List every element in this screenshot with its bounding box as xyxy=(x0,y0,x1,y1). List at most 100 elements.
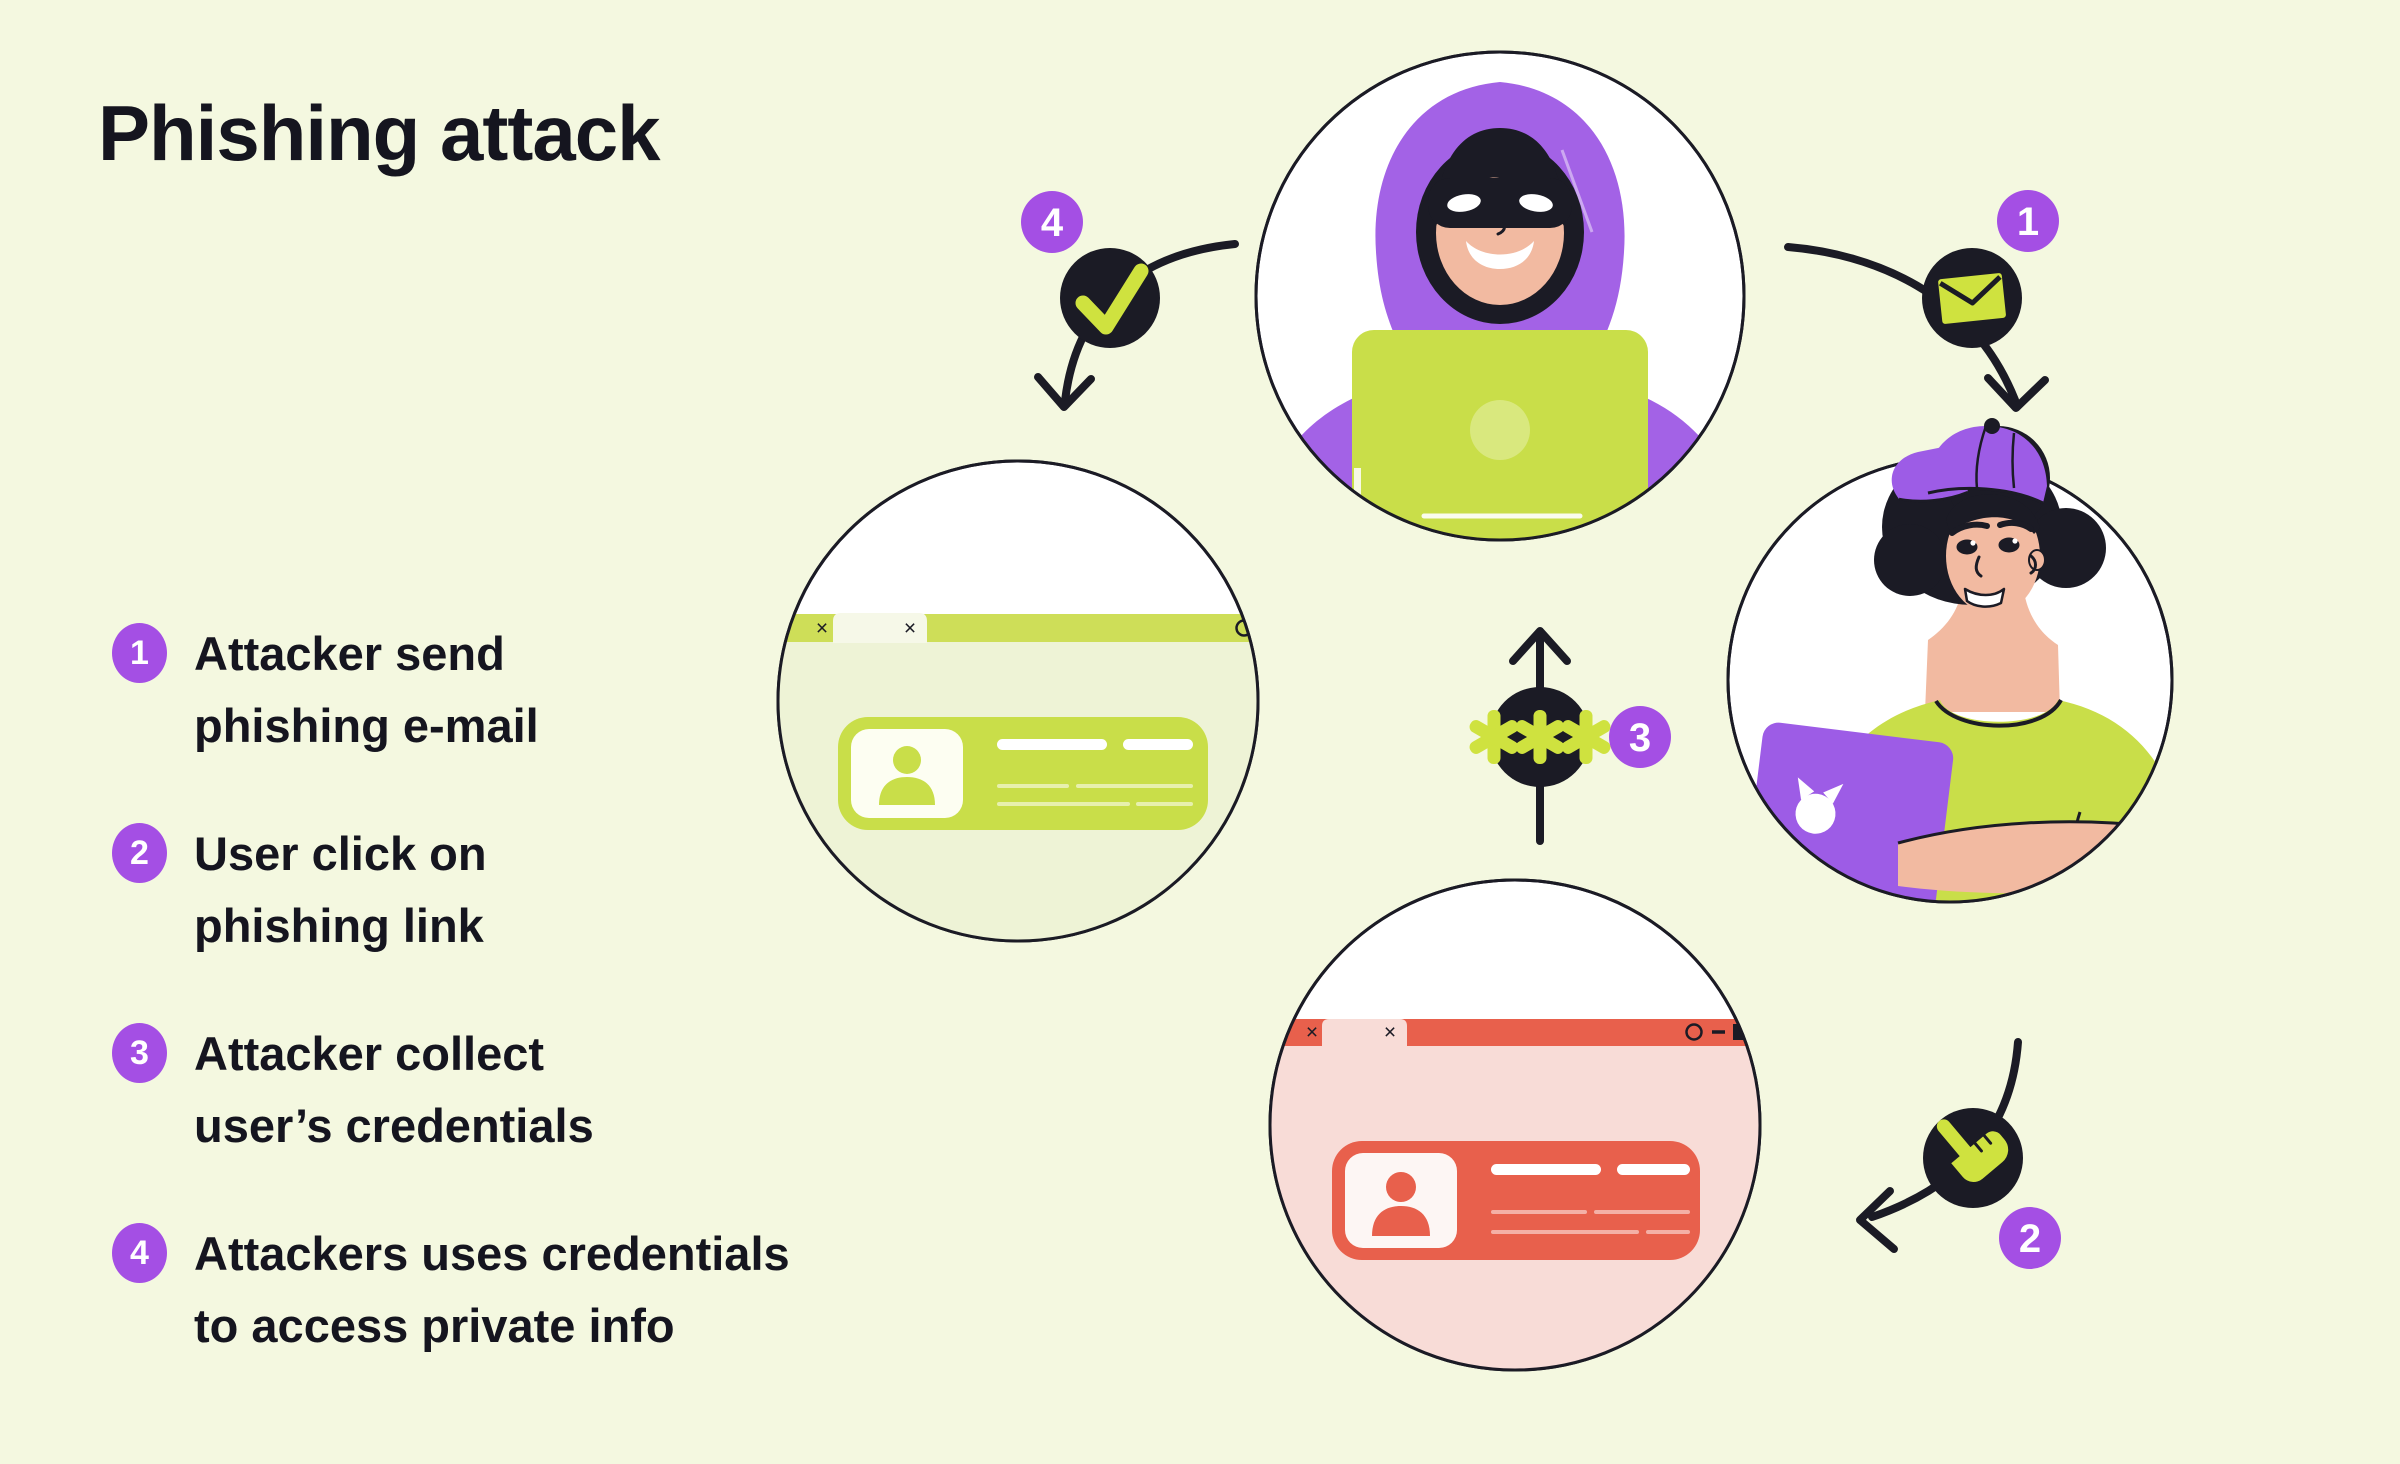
step-label-line: phishing e-mail xyxy=(194,699,539,752)
credential-card-green xyxy=(838,717,1208,830)
hacker-mask xyxy=(1428,178,1572,228)
credential-card-red xyxy=(1332,1141,1700,1260)
cap-seam xyxy=(2011,432,2016,489)
step-number-badge: 1 xyxy=(112,623,167,683)
step-number-badge: 3 xyxy=(112,1023,167,1083)
text-line xyxy=(1076,784,1193,788)
step-icon-check xyxy=(1060,248,1160,348)
user-neck xyxy=(1925,585,2060,712)
user-circle xyxy=(1726,418,2174,904)
step-icon-envelope xyxy=(1922,248,2022,348)
circle-frame xyxy=(1268,878,1762,1372)
user-mouth xyxy=(1963,587,2006,608)
diagram-badge-number: 4 xyxy=(1041,201,1064,245)
arrow-3-head xyxy=(1509,627,1571,665)
page-title: Phishing attack xyxy=(98,89,660,177)
text-line xyxy=(997,784,1069,788)
step-label-line: Attacker send xyxy=(194,627,505,680)
hacker-circle xyxy=(1254,50,1746,542)
eye-glint xyxy=(2012,538,2018,544)
cap-edge xyxy=(1927,486,2044,505)
step-item-1: 1 Attacker send phishing e-mail xyxy=(112,618,539,762)
checkmark-icon xyxy=(1075,263,1149,335)
hacker-laptop xyxy=(1352,330,1648,540)
text-line xyxy=(1491,1230,1639,1234)
user-ear xyxy=(2028,549,2046,571)
step-label: Attacker send phishing e-mail xyxy=(194,618,539,762)
cat-logo-icon xyxy=(1797,777,1815,800)
hacker-nose xyxy=(1496,215,1507,236)
password-asterisks-icon xyxy=(1469,710,1611,764)
text-line xyxy=(997,802,1130,806)
cap-button xyxy=(1984,418,2000,434)
step-number-badge: 4 xyxy=(112,1223,167,1283)
browser-tab xyxy=(1322,1019,1407,1046)
close-icon: × xyxy=(1306,1021,1318,1044)
envelope-icon xyxy=(1938,273,2006,324)
cap-dome xyxy=(1927,426,2047,503)
hacker-smile xyxy=(1466,241,1534,269)
diagram-badge-3 xyxy=(1609,706,1671,768)
step-item-4: 4 Attackers uses credentials to access p… xyxy=(112,1218,790,1362)
user-hair xyxy=(2026,508,2106,588)
step-label-line: to access private info xyxy=(194,1299,675,1352)
step-label-line: User click on xyxy=(194,827,487,880)
pointer-hand-icon xyxy=(1936,1119,2009,1182)
user-head xyxy=(1874,418,2106,614)
text-line xyxy=(1136,802,1193,806)
user-eyebrow xyxy=(1997,519,2034,532)
laptop-logo xyxy=(1470,400,1530,460)
text-line xyxy=(1123,739,1193,750)
cap-seam xyxy=(1975,425,1988,490)
step-item-2: 2 User click on phishing link xyxy=(112,818,487,962)
user-fringe xyxy=(1946,494,2040,534)
person-icon xyxy=(1386,1172,1416,1202)
diagram-badge-number: 3 xyxy=(1629,716,1651,760)
step-label-line: phishing link xyxy=(194,899,484,952)
step-label: User click on phishing link xyxy=(194,818,487,962)
hacker-eye-left xyxy=(1447,194,1481,212)
text-line xyxy=(1594,1210,1690,1214)
step-icon-password: *** xyxy=(1469,687,1611,787)
hood-highlight xyxy=(1560,149,1594,233)
browser-tab xyxy=(833,613,927,643)
step-item-3: 3 Attacker collect user’s credentials xyxy=(112,1018,594,1162)
arrow-4-head xyxy=(1034,373,1095,411)
cat-logo-icon xyxy=(1823,783,1844,804)
text-line xyxy=(1617,1164,1690,1175)
person-icon xyxy=(879,777,935,805)
user-hair xyxy=(1874,524,1946,596)
step-label: Attackers uses credentials to access pri… xyxy=(194,1218,790,1362)
phishing-site-circle: × × xyxy=(1268,878,1762,1372)
maximize-icon xyxy=(1283,620,1299,636)
text-line xyxy=(997,739,1107,750)
shirt-collar xyxy=(1934,698,2063,728)
circle-icon xyxy=(1685,1023,1703,1041)
cheek-line xyxy=(2029,554,2037,575)
user-laptop xyxy=(1744,722,1954,902)
circle-frame xyxy=(1254,50,1746,542)
hacker-fringe xyxy=(1436,128,1564,226)
text-line xyxy=(1491,1210,1587,1214)
person-icon xyxy=(1372,1206,1430,1236)
close-icon: × xyxy=(816,617,828,640)
close-icon: × xyxy=(1384,1021,1396,1044)
text-line xyxy=(1491,1164,1601,1175)
eye-glint xyxy=(1970,540,1976,546)
close-icon: × xyxy=(904,617,916,640)
cap-brim-edge xyxy=(1898,490,1969,503)
arrow-1-path xyxy=(1784,243,2019,404)
diagram-badge-number: 1 xyxy=(2017,200,2039,244)
user-nose xyxy=(1974,555,1983,578)
arrow-1-head xyxy=(1984,374,2049,412)
diagram-badge-2 xyxy=(1999,1207,2061,1269)
user-eyebrow xyxy=(1949,521,1990,536)
arrow-2-head xyxy=(1856,1187,1898,1253)
step-label-line: user’s credentials xyxy=(194,1099,594,1152)
diagram-badge-4 xyxy=(1021,191,1083,253)
safe-site-circle: × × xyxy=(776,459,1299,943)
user-cap xyxy=(1891,418,2047,505)
step-label-line: Attackers uses credentials xyxy=(194,1227,790,1280)
